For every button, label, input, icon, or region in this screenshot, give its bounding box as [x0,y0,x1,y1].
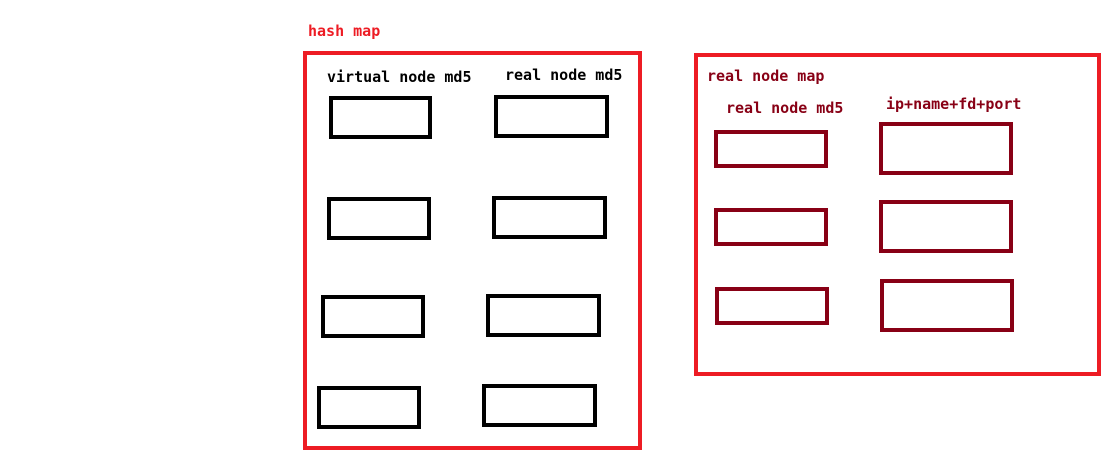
hash-map-virtual-slot [327,197,431,240]
hash-map-frame [303,51,642,450]
hash-map-title: hash map [308,22,381,40]
real-node-map-md5-label: real node md5 [726,99,844,117]
real-node-map-md5-slot [715,287,829,325]
hash-map-real-slot [492,196,607,239]
hash-map-real-slot [494,95,609,138]
real-node-map-title: real node map [707,67,825,85]
hash-map-virtual-slot [317,386,421,429]
real-node-map-md5-slot [714,130,828,168]
hash-map-real-slot [486,294,601,337]
real-node-map-info-slot [879,200,1013,253]
real-node-map-info-slot [880,279,1014,332]
hash-map-real-node-label: real node md5 [505,66,623,84]
real-node-map-md5-slot [714,208,828,246]
hash-map-virtual-node-label: virtual node md5 [327,68,472,86]
hash-map-virtual-slot [321,295,425,338]
real-node-map-info-label: ip+name+fd+port [886,95,1022,113]
real-node-map-info-slot [879,122,1013,175]
hash-map-virtual-slot [329,96,432,139]
hash-map-real-slot [482,384,597,427]
real-node-map-frame [694,53,1101,376]
